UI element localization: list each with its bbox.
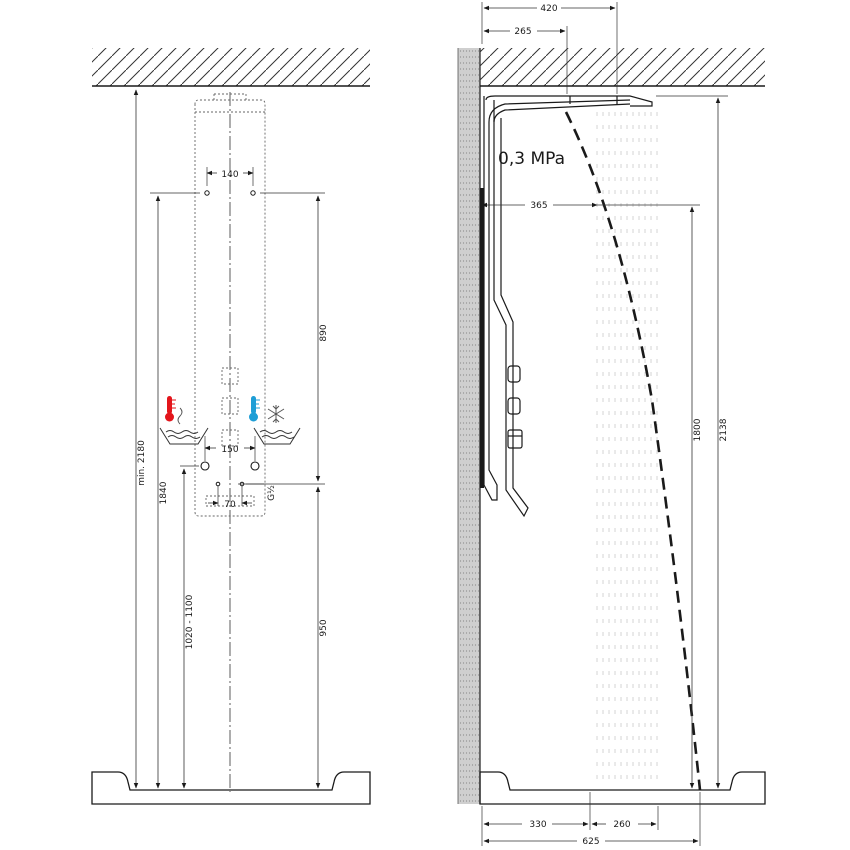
dim-top-total-label: 420 [540,4,557,14]
front-inlet-left [204,190,210,196]
front-connection-left [200,461,210,471]
dim-lower-spacing: 70 [208,486,252,510]
thread-callout: G½ [246,483,277,501]
dim-shower-reach: 365 [481,201,700,211]
front-shower-tray [91,771,371,805]
front-column-outline [194,93,266,517]
dim-inlet-spacing: 140 [206,167,254,186]
spray-trajectory [564,111,702,791]
dim-top-total: 420 [481,2,618,94]
dim-ceiling-to-floor-label: min. 2180 [137,440,147,486]
dim-total-height-label: 2138 [719,418,729,441]
dim-mixer-height-label: 1020 - 1100 [185,594,195,649]
side-view: 0,3 MPa 420 265 365 1800 [457,2,766,847]
dim-shower-reach-label: 365 [530,201,547,211]
cold-basin-icon [253,427,301,445]
thread-label: G½ [267,485,277,501]
dim-vertical-upper: 890 [315,195,329,482]
side-wall [457,48,481,804]
dim-top-inner: 265 [483,26,568,94]
dim-vertical-lower: 950 [315,486,329,789]
dim-bottom-total-label: 625 [582,837,599,847]
side-ceiling [480,48,765,87]
dim-inlets-height-label: 1840 [159,481,169,504]
dim-lower-spacing-label: 70 [224,500,236,510]
dim-inlet-spacing-label: 140 [221,170,238,180]
side-wall-bracket [480,188,484,488]
dim-bottom-right-label: 260 [613,820,630,830]
dim-top-inner-label: 265 [514,27,531,37]
dim-bottom: 330 260 625 [481,792,701,847]
dim-connection-spacing-label: 150 [221,445,238,455]
thermometer-hot-icon [165,396,183,425]
front-inlet-right [250,190,256,196]
dim-vertical-lower-label: 950 [319,619,329,636]
dim-bottom-left-label: 330 [529,820,546,830]
hot-basin-icon [159,427,209,445]
side-controls [507,365,523,449]
dim-connection-spacing: 150 [204,436,256,461]
dim-spray-height: 1800 [689,206,703,789]
dim-ceiling-to-floor: min. 2180 [133,89,147,789]
dim-mixer-height: 1020 - 1100 [181,468,195,789]
shower-column [483,95,653,518]
pressure-label: 0,3 MPa [498,149,565,169]
front-ceiling [92,48,370,87]
snowflake-icon [267,405,285,423]
front-lower-point-left [215,481,221,487]
dim-spray-height-label: 1800 [693,418,703,441]
side-shower-tray [479,771,766,805]
front-view: 140 min. 2180 1840 1020 - 1100 890 [91,48,371,805]
front-connection-right [250,461,260,471]
dim-inlets-height: 1840 [155,195,169,789]
dim-vertical-upper-label: 890 [319,324,329,341]
spray-pattern [596,112,658,780]
thermometer-cold-icon [249,396,260,422]
dim-total-height: 2138 [656,95,729,789]
